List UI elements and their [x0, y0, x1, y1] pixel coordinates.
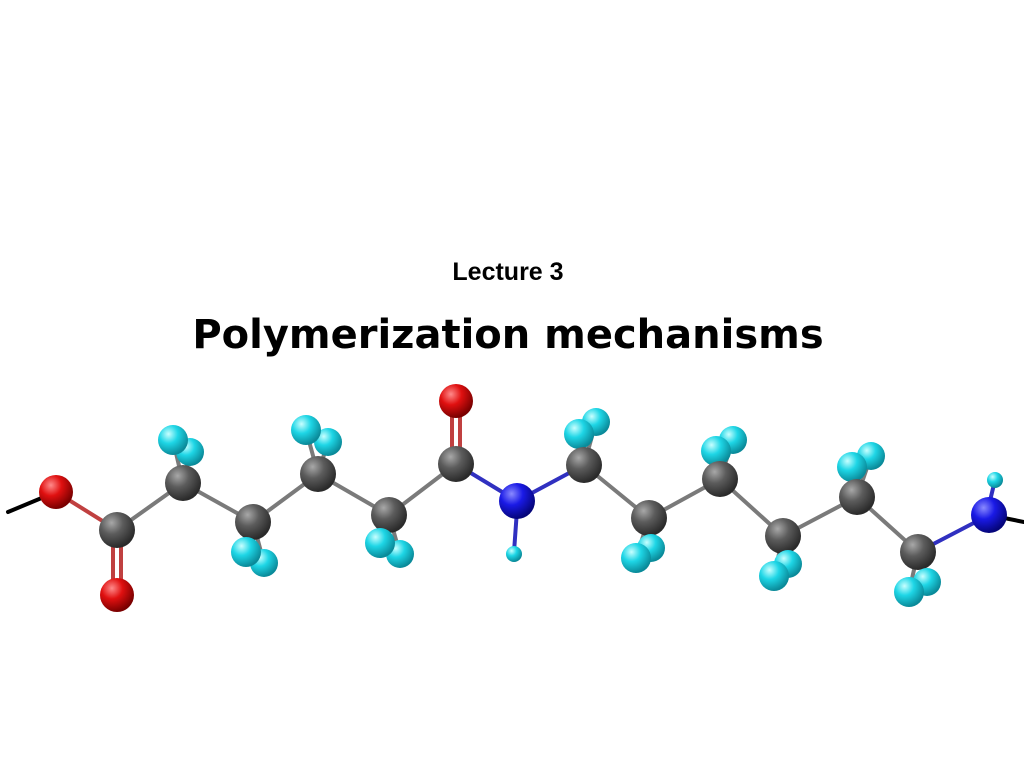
slide-subtitle: Lecture 3 — [452, 258, 564, 286]
carbon-atom — [300, 456, 336, 492]
carbon-atom — [839, 479, 875, 515]
nitrogen-atom — [971, 497, 1007, 533]
carbon-atom — [702, 461, 738, 497]
carbon-atom — [438, 446, 474, 482]
heavy-atoms — [39, 384, 1007, 612]
oxygen-atom — [39, 475, 73, 509]
oxygen-atom — [100, 578, 134, 612]
carbon-atom — [235, 504, 271, 540]
hydrogen-atoms — [158, 408, 1003, 562]
carbon-atom — [165, 465, 201, 501]
carbon-atom — [371, 497, 407, 533]
slide-title: Polymerization mechanisms — [192, 312, 824, 358]
carbon-atom — [765, 518, 801, 554]
carbon-atom — [900, 534, 936, 570]
carbon-atom — [631, 500, 667, 536]
carbon-atom — [99, 512, 135, 548]
hydrogen-atoms-front — [231, 528, 941, 607]
nitrogen-atom — [499, 483, 535, 519]
carbon-atom — [566, 447, 602, 483]
oxygen-atom — [439, 384, 473, 418]
